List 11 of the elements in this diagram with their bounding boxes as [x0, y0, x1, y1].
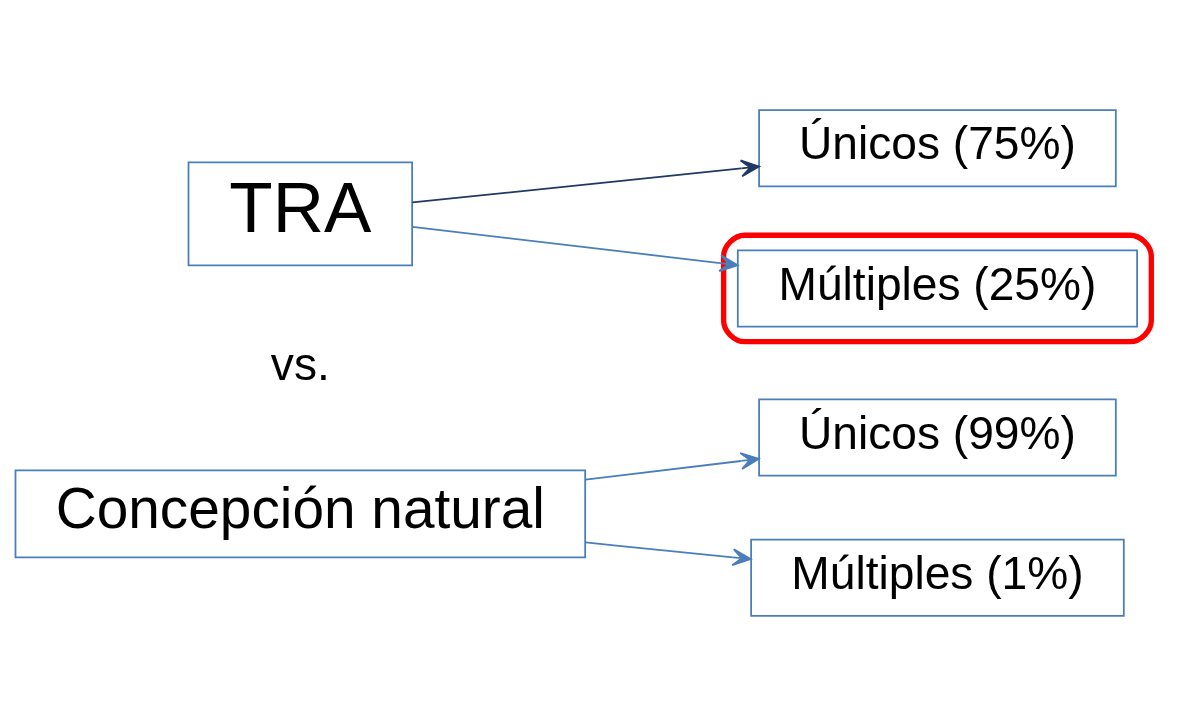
- node-box: Múltiples (25%): [736, 249, 1138, 328]
- node-box: Múltiples (1%): [750, 538, 1125, 617]
- arrow: [411, 159, 760, 204]
- node-box: Concepción natural: [14, 469, 587, 559]
- node-box: Únicos (99%): [758, 398, 1117, 477]
- arrow: [584, 452, 760, 481]
- arrow: [411, 226, 739, 272]
- arrow: [584, 541, 752, 567]
- node-box: TRA: [187, 161, 414, 267]
- node-box: Únicos (75%): [758, 109, 1117, 188]
- label: vs.: [270, 337, 330, 390]
